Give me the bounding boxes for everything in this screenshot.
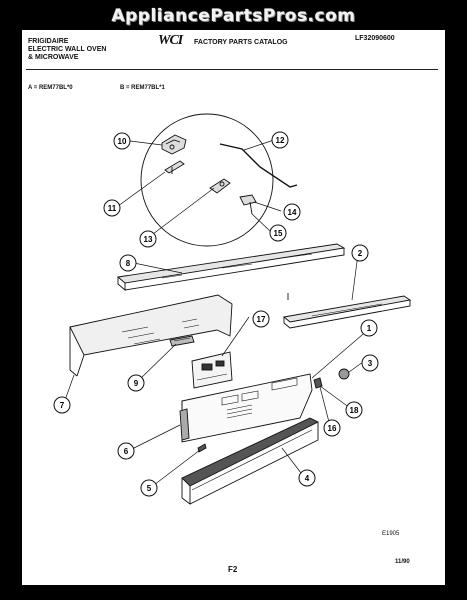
callout-12: 12 — [271, 131, 289, 149]
part-14-hook — [239, 194, 257, 215]
model-b: B = REM77BL*1 — [120, 85, 165, 91]
parts-sheet: FRIGIDAIRE ELECTRIC WALL OVEN & MICROWAV… — [22, 30, 445, 585]
part-2-trim-rail — [282, 295, 412, 329]
figure-code: E1905 — [382, 531, 400, 537]
catalog-title: FACTORY PARTS CATALOG — [194, 39, 288, 46]
svg-text:17: 17 — [257, 315, 266, 324]
leader-lines — [63, 139, 370, 489]
callout-14: 14 — [283, 203, 301, 221]
part-17-control-board — [191, 351, 233, 389]
svg-text:8: 8 — [126, 259, 131, 268]
exploded-parts-diagram: 10 11 12 13 14 — [53, 113, 412, 505]
part-10-bracket — [161, 134, 187, 155]
callout-1: 1 — [360, 319, 378, 337]
brand-line-3: & MICROWAVE — [28, 54, 79, 61]
part-8-top-panel — [116, 243, 346, 291]
header-rule — [26, 69, 438, 70]
brand-line-2: ELECTRIC WALL OVEN — [28, 46, 107, 53]
page-label: F2 — [228, 565, 238, 574]
callout-6: 6 — [117, 442, 135, 460]
wci-logo: WCI — [158, 33, 183, 48]
callout-17: 17 — [252, 310, 270, 328]
callout-7: 7 — [53, 396, 71, 414]
model-a: A = REM77BL*0 — [28, 85, 73, 91]
svg-text:3: 3 — [368, 359, 373, 368]
svg-text:1: 1 — [367, 324, 372, 333]
catalog-date: 11/90 — [395, 559, 410, 565]
watermark: AppliancePartsPros.com — [111, 6, 356, 26]
svg-text:18: 18 — [350, 406, 359, 415]
svg-text:11: 11 — [108, 204, 117, 213]
callout-18: 18 — [345, 401, 363, 419]
callout-16: 16 — [323, 419, 341, 437]
part-7-side-bracket — [69, 294, 233, 377]
callout-13: 13 — [139, 230, 157, 248]
catalog-number: LF32090600 — [355, 35, 395, 42]
callouts: 10 11 12 13 14 — [53, 131, 379, 497]
part-18-bushing — [313, 377, 323, 389]
callout-9: 9 — [127, 374, 145, 392]
svg-text:9: 9 — [134, 379, 139, 388]
svg-text:4: 4 — [305, 474, 310, 483]
part-13-latch — [209, 178, 231, 194]
callout-3: 3 — [361, 354, 379, 372]
svg-text:5: 5 — [147, 484, 152, 493]
part-4-bottom-trim — [181, 417, 320, 505]
part-3-knob — [338, 368, 350, 380]
detail-circle — [140, 113, 274, 247]
callout-8: 8 — [119, 254, 137, 272]
svg-text:10: 10 — [118, 137, 127, 146]
svg-text:7: 7 — [60, 401, 65, 410]
callout-4: 4 — [298, 469, 316, 487]
callout-10: 10 — [113, 132, 131, 150]
callout-5: 5 — [140, 479, 158, 497]
part-11-clip — [164, 160, 185, 174]
svg-text:16: 16 — [328, 424, 337, 433]
part-9-connector — [169, 335, 195, 347]
part-6-bracket — [179, 408, 190, 441]
part-12-rod — [219, 143, 298, 188]
svg-text:14: 14 — [288, 208, 297, 217]
svg-text:15: 15 — [274, 229, 283, 238]
svg-text:13: 13 — [144, 235, 153, 244]
svg-text:6: 6 — [124, 447, 129, 456]
callout-11: 11 — [103, 199, 121, 217]
callout-2: 2 — [351, 244, 369, 262]
svg-text:2: 2 — [358, 249, 363, 258]
callout-15: 15 — [269, 224, 287, 242]
brand-line-1: FRIGIDAIRE — [28, 38, 69, 45]
svg-text:12: 12 — [276, 136, 285, 145]
